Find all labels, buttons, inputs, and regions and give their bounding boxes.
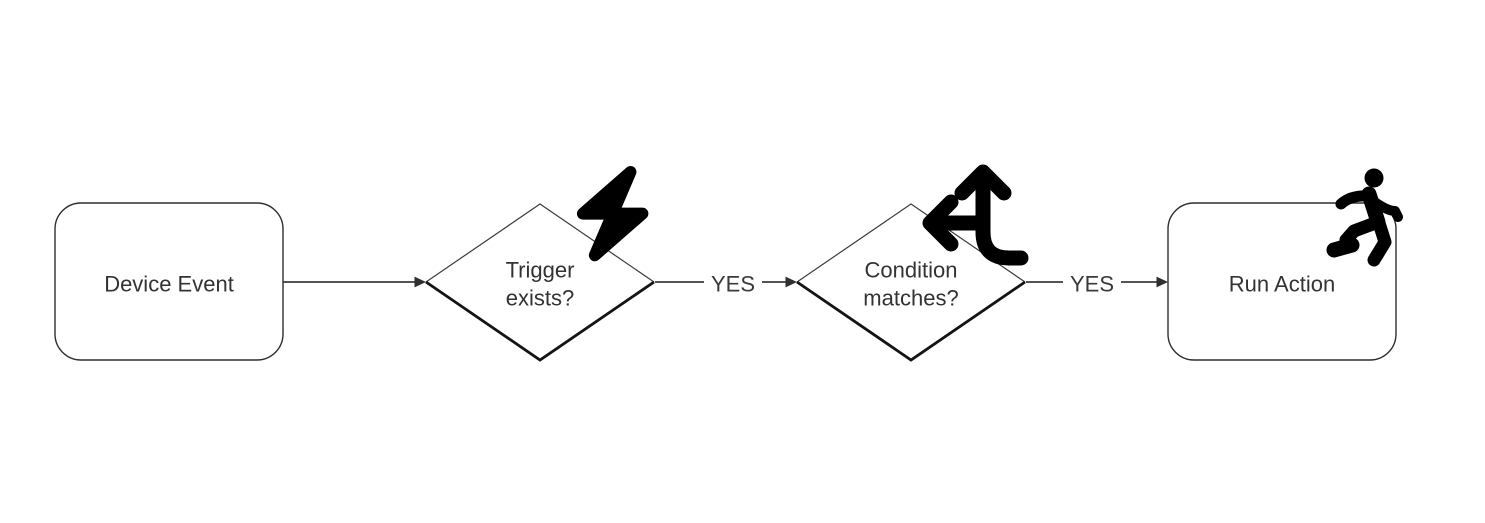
run-action-label: Run Action [1229, 272, 1335, 297]
condition-label-line1: Condition [865, 258, 958, 283]
node-condition-matches: Condition matches? [796, 203, 1026, 362]
arrowhead-icon [414, 276, 426, 288]
condition-label-line2: matches? [863, 286, 958, 311]
node-device-event: Device Event [54, 202, 284, 361]
arrowhead-icon [785, 276, 797, 288]
edge-condition-to-action: YES [1026, 272, 1168, 297]
device-event-label: Device Event [104, 272, 234, 297]
arrows-split-up-left-icon [922, 164, 1029, 266]
trigger-diamond-edge-bottom [425, 280, 655, 362]
lightning-bolt-icon [576, 165, 649, 262]
edge-trigger-to-condition: YES [655, 272, 797, 297]
person-head [1364, 168, 1384, 188]
device-event-shape [54, 202, 284, 361]
person-running-icon [1326, 168, 1403, 267]
edge-label-yes: YES [1070, 272, 1114, 297]
edge-event-to-trigger [283, 276, 426, 288]
trigger-label-line2: exists? [506, 286, 574, 311]
trigger-label-line1: Trigger [506, 258, 575, 283]
trigger-diamond-edge-top [425, 203, 655, 283]
condition-diamond-edge-bottom [796, 280, 1026, 362]
arrowhead-icon [1156, 276, 1168, 288]
edge-label-yes: YES [711, 272, 755, 297]
